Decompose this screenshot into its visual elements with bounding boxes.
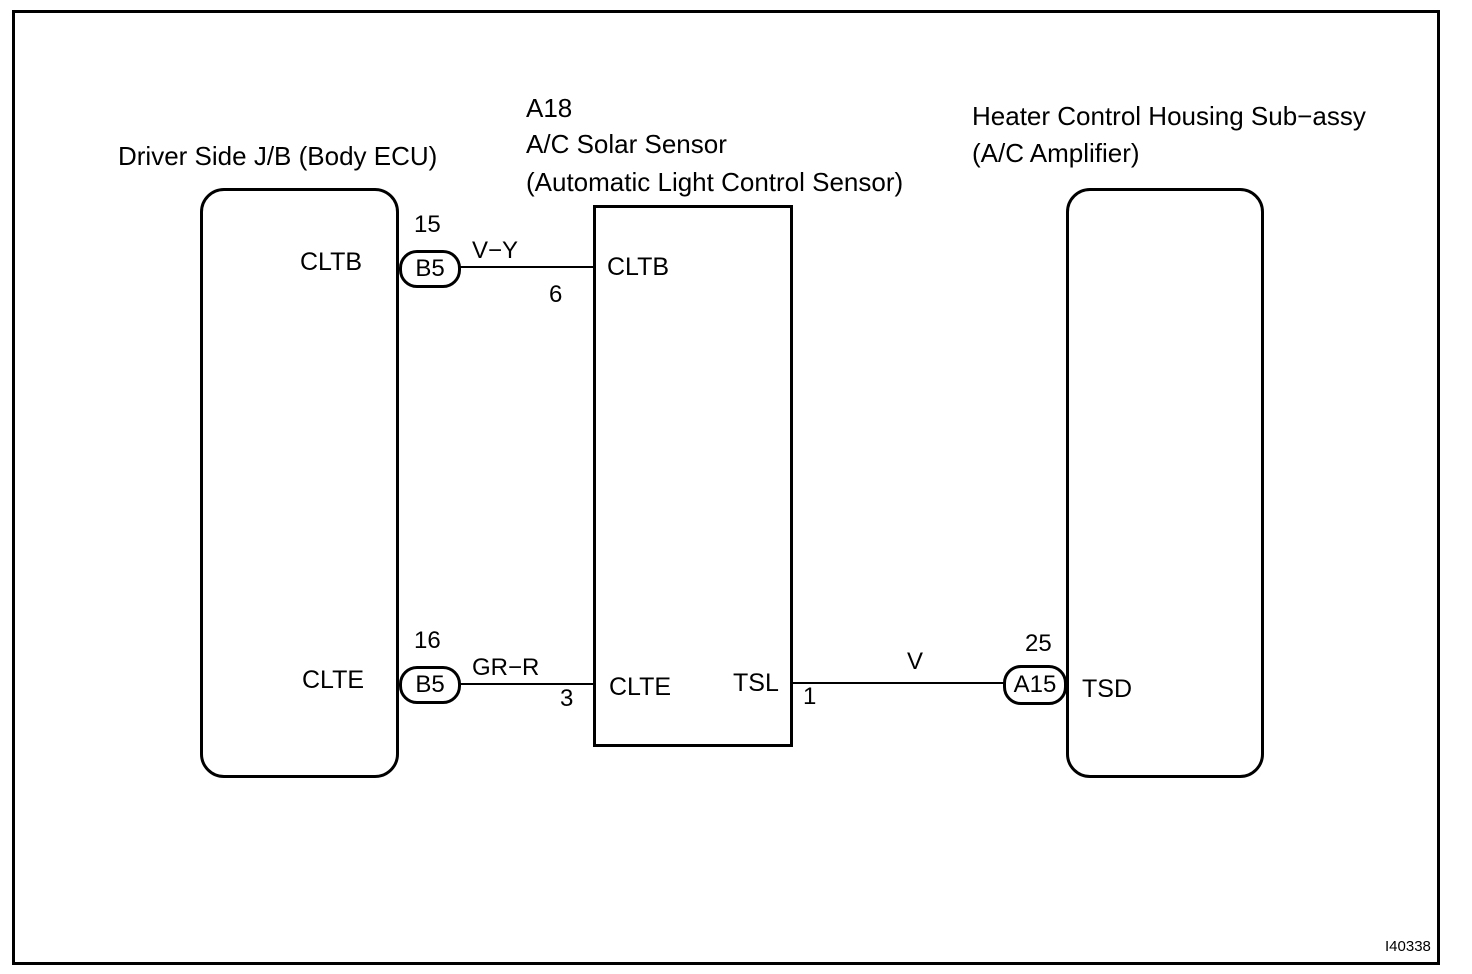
diagram-frame	[12, 10, 1440, 965]
connector-a15-pin: 25	[1025, 630, 1052, 657]
solar-sensor-pin-tsl: TSL	[733, 669, 779, 697]
solar-sensor-code: A18	[526, 93, 573, 123]
solar-sensor-box	[593, 205, 793, 747]
solar-sensor-pin-number-3: 3	[560, 685, 574, 712]
connector-a15: A15	[1003, 665, 1067, 705]
body-ecu-pin-cltb: CLTB	[300, 248, 363, 276]
amplifier-pin-tsd: TSD	[1082, 675, 1132, 703]
body-ecu-pin-clte: CLTE	[302, 666, 365, 694]
wire-cltb	[460, 266, 595, 268]
wire-color-v-y: V−Y	[472, 237, 519, 264]
solar-sensor-pin-clte: CLTE	[609, 673, 672, 701]
solar-sensor-pin-cltb: CLTB	[607, 253, 670, 281]
wire-clte	[460, 683, 595, 685]
connector-b5-top-pin: 15	[414, 211, 441, 238]
solar-sensor-pin-number-6: 6	[549, 281, 563, 308]
amplifier-subtitle: (A/C Amplifier)	[972, 138, 1140, 168]
wire-color-gr-r: GR−R	[472, 654, 540, 681]
figure-id: I40338	[1385, 938, 1431, 955]
amplifier-box	[1066, 188, 1264, 778]
amplifier-title: Heater Control Housing Sub−assy	[972, 101, 1366, 131]
connector-b5-bottom: B5	[399, 666, 461, 704]
solar-sensor-subtitle: (Automatic Light Control Sensor)	[526, 167, 904, 197]
body-ecu-box	[200, 188, 399, 778]
solar-sensor-title: A/C Solar Sensor	[526, 129, 727, 159]
solar-sensor-pin-number-1: 1	[803, 683, 817, 710]
body-ecu-title: Driver Side J/B (Body ECU)	[118, 141, 438, 171]
connector-b5-top: B5	[399, 250, 461, 288]
connector-b5-bottom-pin: 16	[414, 627, 441, 654]
wire-color-v: V	[907, 648, 924, 675]
wire-tsl-tsd	[792, 682, 1004, 684]
